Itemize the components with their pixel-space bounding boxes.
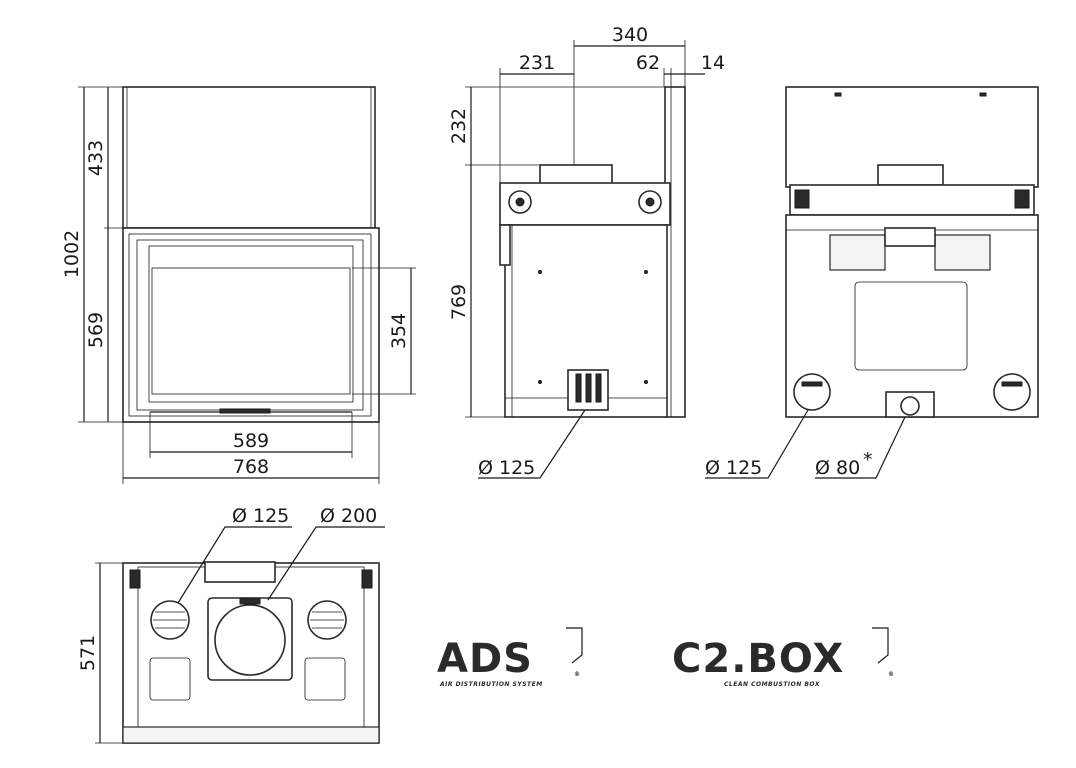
c2box-logo-tagline: CLEAN COMBUSTION BOX: [724, 681, 820, 688]
ads-logo-name: ADS: [437, 636, 533, 682]
back-view: Ø 125 Ø 80 *: [705, 86, 1039, 479]
c2box-registered-mark: ®: [888, 671, 895, 678]
dim-side-depth-a: 62: [636, 52, 660, 74]
dim-side-width: 340: [612, 24, 648, 46]
label-back-duct-left: Ø 125: [705, 457, 762, 479]
label-top-duct-small: Ø 125: [232, 505, 289, 527]
c2box-logo: C2.BOX CLEAN COMBUSTION BOX ®: [672, 627, 895, 688]
label-top-duct-large: Ø 200: [320, 505, 377, 527]
ads-logo-tagline: AIR DISTRIBUTION SYSTEM: [439, 681, 543, 688]
dim-side-body-height: 769: [448, 284, 470, 320]
side-view: 340 231 62 14 232 769 Ø 125: [448, 24, 725, 479]
dim-side-top-height: 232: [448, 108, 470, 144]
top-view: 571 Ø 125 Ø 200: [77, 505, 385, 744]
dim-top-depth: 571: [77, 635, 99, 671]
dim-front-top-height: 433: [85, 140, 107, 176]
dim-front-total-height: 1002: [61, 230, 83, 278]
dim-front-glass-height: 354: [388, 313, 410, 349]
dim-front-bottom-height: 569: [85, 312, 107, 348]
label-back-duct-center: Ø 80: [815, 457, 860, 479]
dim-front-total-width: 768: [233, 456, 269, 478]
ads-logo: ADS AIR DISTRIBUTION SYSTEM ®: [437, 627, 583, 688]
c2box-logo-name: C2.BOX: [672, 636, 844, 682]
label-back-duct-center-mark: *: [863, 449, 873, 471]
dim-side-depth-b: 14: [701, 52, 725, 74]
label-side-duct: Ø 125: [478, 457, 535, 479]
front-view: 1002 433 569 354 589 768: [61, 86, 416, 484]
dim-side-offset: 231: [519, 52, 555, 74]
dim-front-glass-width: 589: [233, 430, 269, 452]
ads-registered-mark: ®: [574, 671, 581, 678]
